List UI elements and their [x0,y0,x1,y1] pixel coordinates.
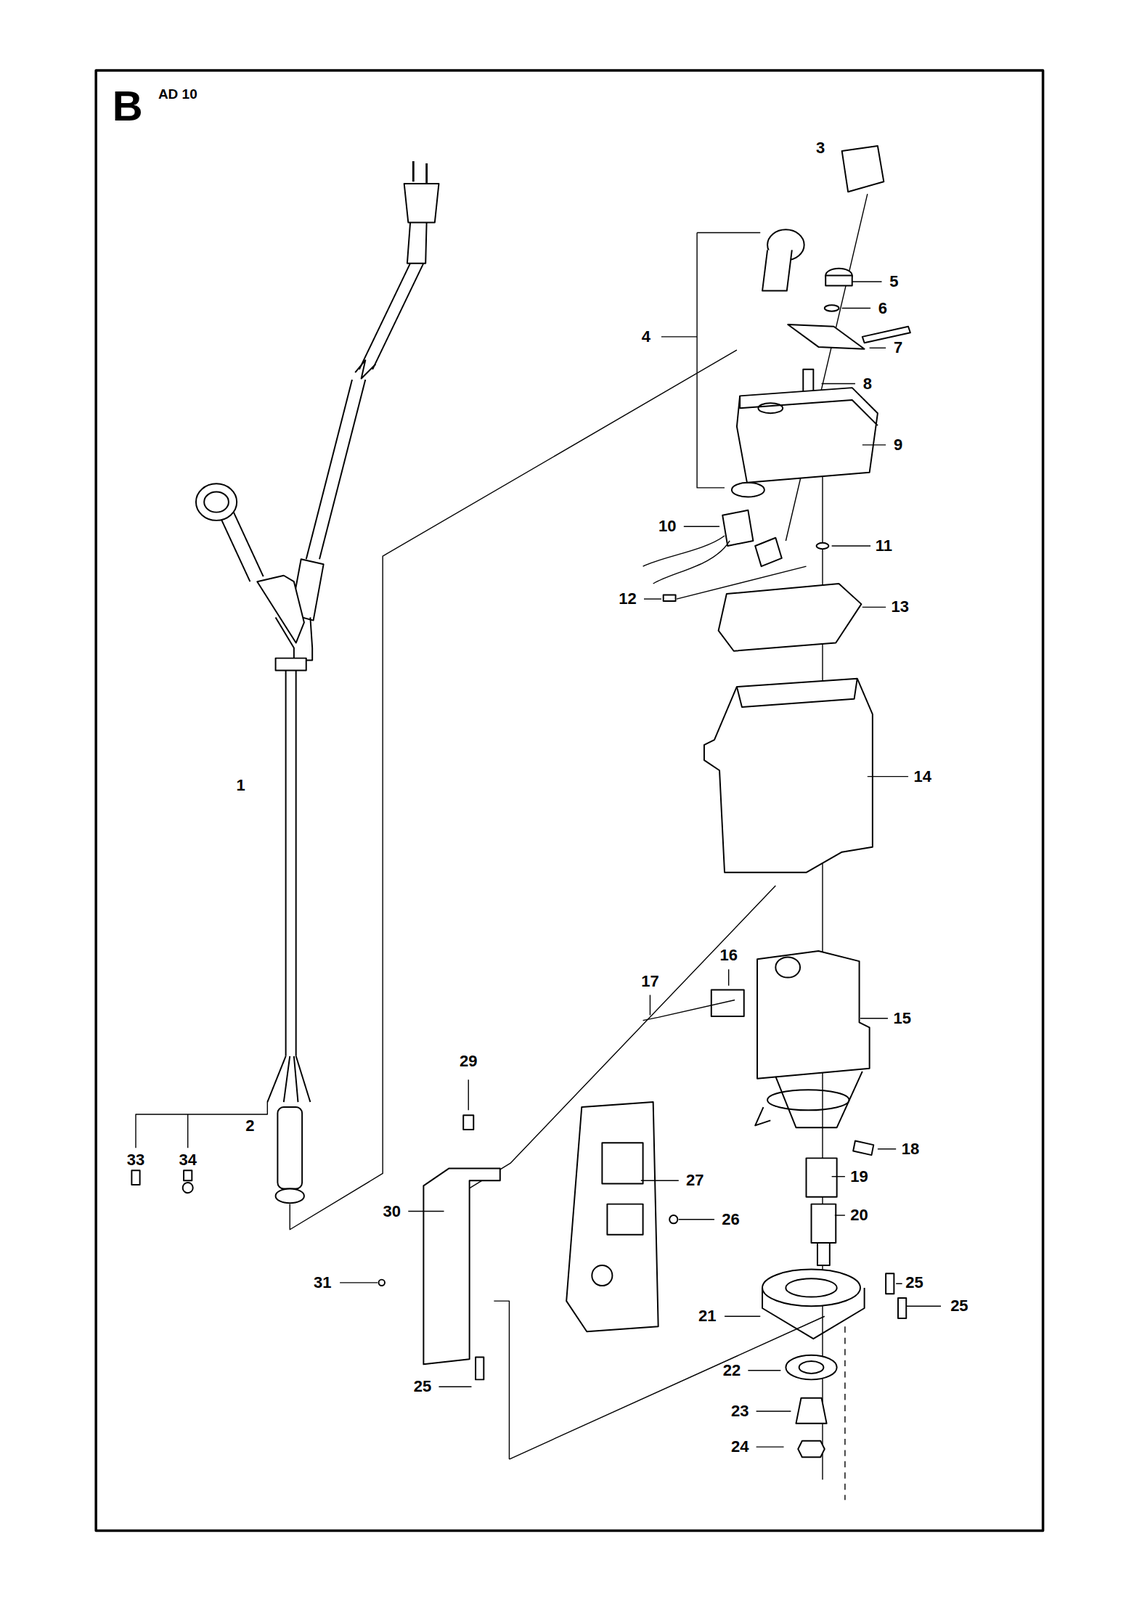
callout-number: 6 [878,300,888,317]
figure-letter: B [112,84,144,128]
callout-number: 23 [731,1403,749,1420]
callout-number: 27 [686,1172,704,1189]
callout-number: 22 [723,1362,741,1379]
callout-number: 15 [892,1010,911,1027]
callout-number: 9 [893,437,903,454]
callout-number: 17 [641,973,659,990]
callout-number: 12 [618,590,636,607]
callout-number: 4 [641,328,651,345]
callout-number: 2 [245,1118,255,1135]
callout-number: 11 [875,537,893,554]
power-cord [196,161,440,1103]
callout-number: 19 [850,1168,868,1185]
callout-number: 3 [816,140,825,157]
callout-number: 25 [905,1274,923,1291]
callout-number: 18 [901,1141,920,1158]
callout-number: 31 [313,1274,332,1291]
callout-number: 14 [914,768,932,785]
callout-number: 20 [850,1207,868,1224]
callout-number: 26 [721,1211,740,1228]
callout-number: 25 [413,1378,432,1395]
callout-number: 29 [459,1053,477,1070]
callout-number: 5 [889,273,899,290]
model-name: AD 10 [158,87,198,101]
callout-number: 33 [127,1152,145,1169]
callout-number: 7 [893,339,903,356]
callout-number: 21 [698,1308,716,1325]
callout-number: 13 [891,598,909,615]
callout-number: 8 [863,376,872,393]
callout-number: 10 [658,518,676,535]
callout-number: 30 [383,1203,401,1220]
callout-number: 34 [178,1152,197,1169]
callout-number: 1 [236,777,246,794]
callout-number: 25 [950,1298,968,1315]
callout-number: 16 [719,947,737,964]
callout-number: 24 [731,1438,749,1455]
